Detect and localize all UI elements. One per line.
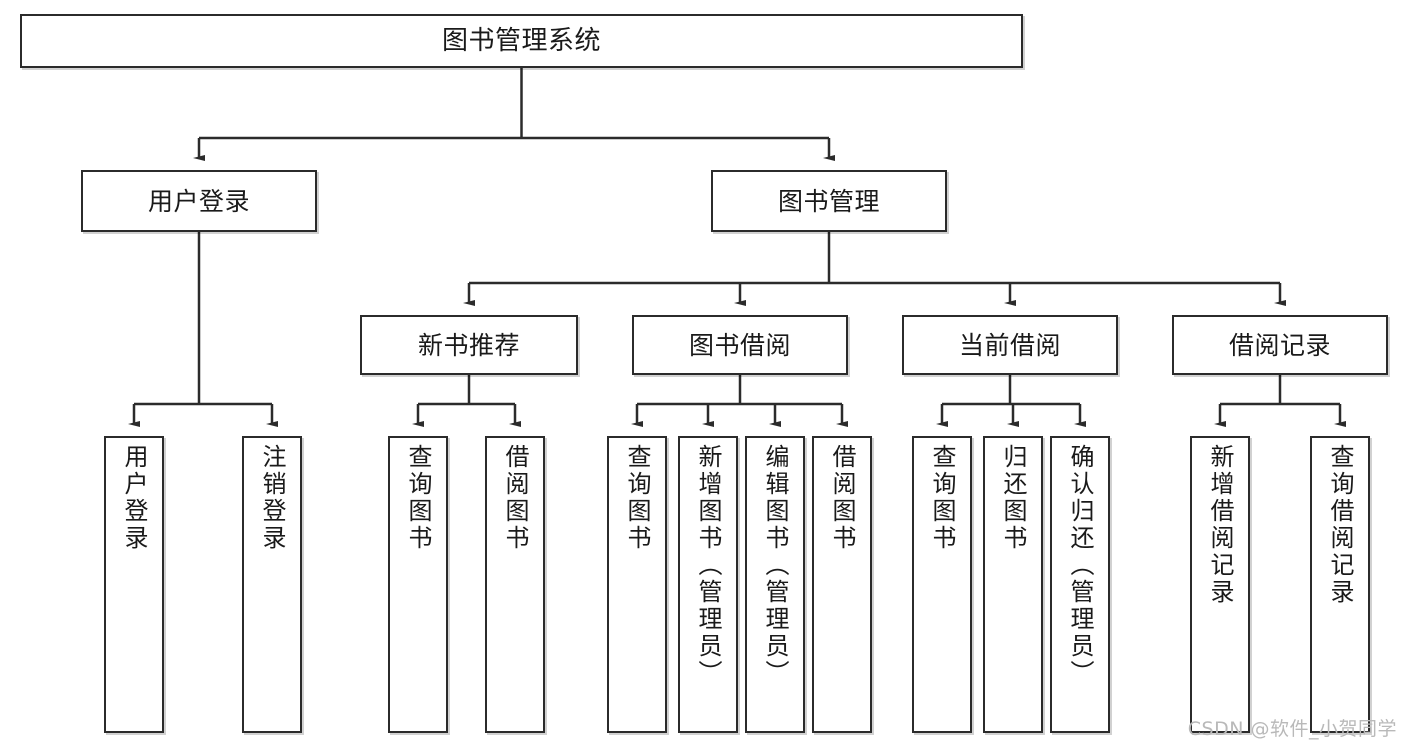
node-label: 注销登录 (258, 444, 286, 552)
node-n13[interactable]: 编辑图书（管理员） (745, 436, 805, 733)
node-n9[interactable]: 查询图书 (388, 436, 448, 733)
node-n15[interactable]: 查询图书 (912, 436, 972, 733)
node-label: 编辑图书（管理员） (761, 444, 789, 687)
node-label: 用户登录 (147, 186, 250, 216)
node-n4[interactable]: 图书借阅 (632, 315, 848, 375)
node-n2[interactable]: 图书管理 (711, 170, 947, 232)
node-n8[interactable]: 注销登录 (242, 436, 302, 733)
node-n1[interactable]: 用户登录 (81, 170, 317, 232)
node-label: 新增借阅记录 (1206, 444, 1234, 606)
node-label: 新书推荐 (417, 330, 520, 360)
node-label: 查询图书 (623, 444, 651, 552)
node-label: 查询图书 (404, 444, 432, 552)
node-label: 图书管理 (777, 186, 880, 216)
node-n16[interactable]: 归还图书 (983, 436, 1043, 733)
node-label: 用户登录 (120, 444, 148, 552)
node-n11[interactable]: 查询图书 (607, 436, 667, 733)
node-label: 当前借阅 (958, 330, 1061, 360)
watermark: CSDN @软件_小贺同学 (1187, 718, 1397, 740)
node-label: 借阅图书 (501, 444, 529, 552)
node-label: 查询借阅记录 (1326, 444, 1354, 606)
node-n7[interactable]: 用户登录 (104, 436, 164, 733)
node-label: 借阅图书 (828, 444, 856, 552)
node-label: 新增图书（管理员） (694, 444, 722, 687)
node-n12[interactable]: 新增图书（管理员） (678, 436, 738, 733)
node-n18[interactable]: 新增借阅记录 (1190, 436, 1250, 733)
node-n10[interactable]: 借阅图书 (485, 436, 545, 733)
node-label: 查询图书 (928, 444, 956, 552)
node-label: 图书借阅 (688, 330, 791, 360)
node-n19[interactable]: 查询借阅记录 (1310, 436, 1370, 733)
node-n3[interactable]: 新书推荐 (360, 315, 578, 375)
node-n6[interactable]: 借阅记录 (1172, 315, 1388, 375)
node-n5[interactable]: 当前借阅 (902, 315, 1118, 375)
node-n0[interactable]: 图书管理系统 (20, 14, 1023, 68)
node-n17[interactable]: 确认归还（管理员） (1050, 436, 1110, 733)
node-n14[interactable]: 借阅图书 (812, 436, 872, 733)
node-label: 归还图书 (999, 444, 1027, 552)
node-label: 图书管理系统 (441, 25, 601, 56)
node-label: 借阅记录 (1228, 330, 1331, 360)
node-label: 确认归还（管理员） (1066, 444, 1094, 687)
